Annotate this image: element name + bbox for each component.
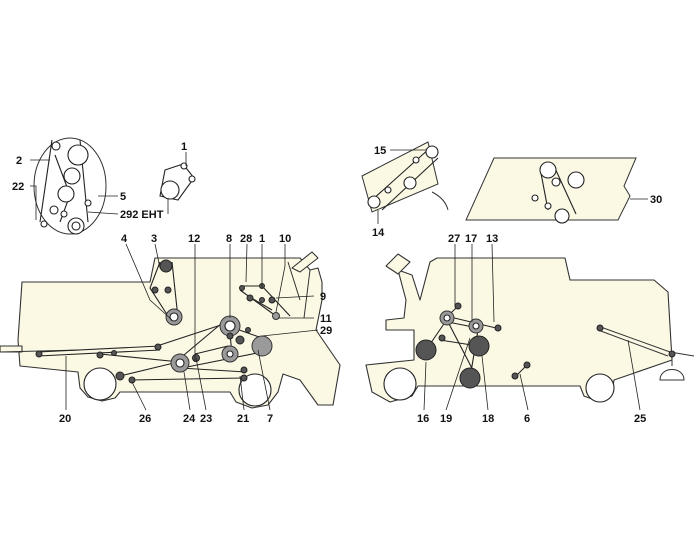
detail-panel-30 [465,157,637,224]
label-16: 16 [417,413,429,425]
label-8: 8 [226,233,232,245]
label-30: 30 [650,194,662,206]
label-22: 22 [12,181,24,193]
label-2: 2 [16,155,22,167]
label-25: 25 [634,413,646,425]
label-3: 3 [151,233,157,245]
label-19: 19 [440,413,452,425]
left-front-divider [0,345,23,353]
label-28: 28 [240,233,252,245]
right-pulleys [415,302,531,389]
label-21: 21 [237,413,249,425]
label-12: 12 [188,233,200,245]
label-11: 11 [320,313,332,325]
label-10: 10 [279,233,291,245]
label-23: 23 [200,413,212,425]
left-pulleys [35,259,280,384]
label-1b: 1 [259,233,265,245]
left-rear-wheel [238,373,272,407]
detail-panel-14 [361,141,449,213]
label-5: 5 [120,191,126,203]
label-4: 4 [121,233,128,245]
label-20: 20 [59,413,71,425]
label-9: 9 [320,291,326,303]
right-rear-wheel [585,373,615,403]
label-6: 6 [524,413,530,425]
left-spout [291,251,319,273]
label-15: 15 [374,145,386,157]
label-24: 24 [183,413,196,425]
detail-small-belt [159,162,196,201]
right-machine-body [365,257,673,403]
label-7: 7 [267,413,273,425]
label-292: 292 EHT [120,209,164,221]
part-labels: 1 2 22 5 292 EHT 15 14 30 4 3 12 8 28 1 … [12,141,662,425]
left-cab-pipe [287,261,311,319]
label-29: 29 [320,325,332,337]
label-26: 26 [139,413,151,425]
detail-belt-loop [33,137,107,235]
label-17: 17 [465,233,477,245]
right-machine [365,253,695,403]
label-18: 18 [482,413,494,425]
label-13: 13 [486,233,498,245]
left-machine [0,251,341,409]
label-14: 14 [372,227,385,239]
leader-lines [30,149,648,411]
label-1a: 1 [181,141,187,153]
left-front-wheel [83,367,117,401]
right-front-wheel [383,367,417,401]
right-spout [385,253,411,275]
label-27: 27 [448,233,460,245]
